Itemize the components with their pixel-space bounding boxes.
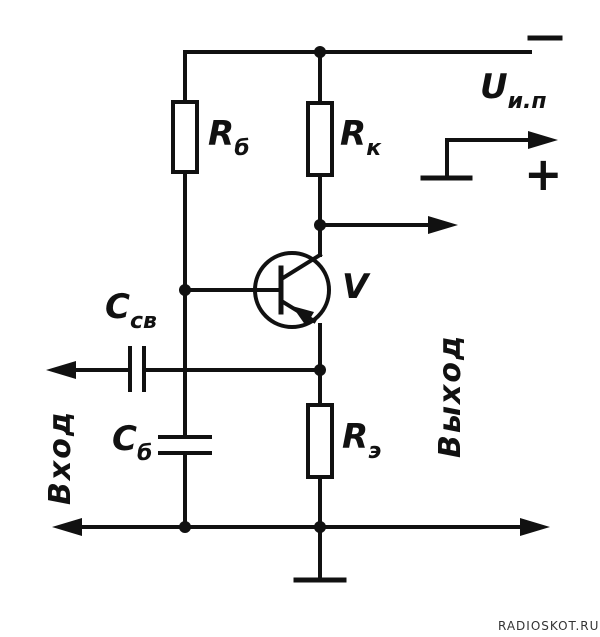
transistor-emitter-arrow [292, 306, 314, 326]
junction-bottom-right [314, 521, 326, 533]
label-csv: Cсв [105, 287, 157, 334]
junction-bottom-left [179, 521, 191, 533]
transistor-collector-lead [280, 252, 323, 281]
wire-plus-terminal [445, 138, 492, 180]
label-plus: + [524, 147, 563, 201]
resistor-rb [171, 100, 199, 174]
label-rb: Rб [208, 114, 250, 161]
label-transistor: V [342, 267, 371, 307]
resistor-rk [306, 101, 334, 177]
label-cb: Cб [112, 419, 152, 466]
junction-base [179, 284, 191, 296]
junction-top-rk [314, 46, 326, 58]
label-rk: Rк [340, 114, 382, 161]
label-minus: − [0, 0, 1, 1]
label-output: Выход [433, 334, 468, 458]
junction-collector [314, 219, 326, 231]
output-arrow [428, 216, 458, 234]
resistor-re [306, 403, 334, 479]
label-input: Вход [43, 410, 78, 505]
common-arrow-left [52, 518, 82, 536]
common-arrow-right [520, 518, 550, 536]
label-supply: Uи.п [480, 67, 547, 114]
input-arrow-top [46, 361, 76, 379]
watermark: RADIOSKOT.RU [498, 619, 599, 633]
junction-emitter [314, 364, 326, 376]
label-re: Rэ [342, 417, 381, 464]
plus-arrow [528, 131, 558, 149]
